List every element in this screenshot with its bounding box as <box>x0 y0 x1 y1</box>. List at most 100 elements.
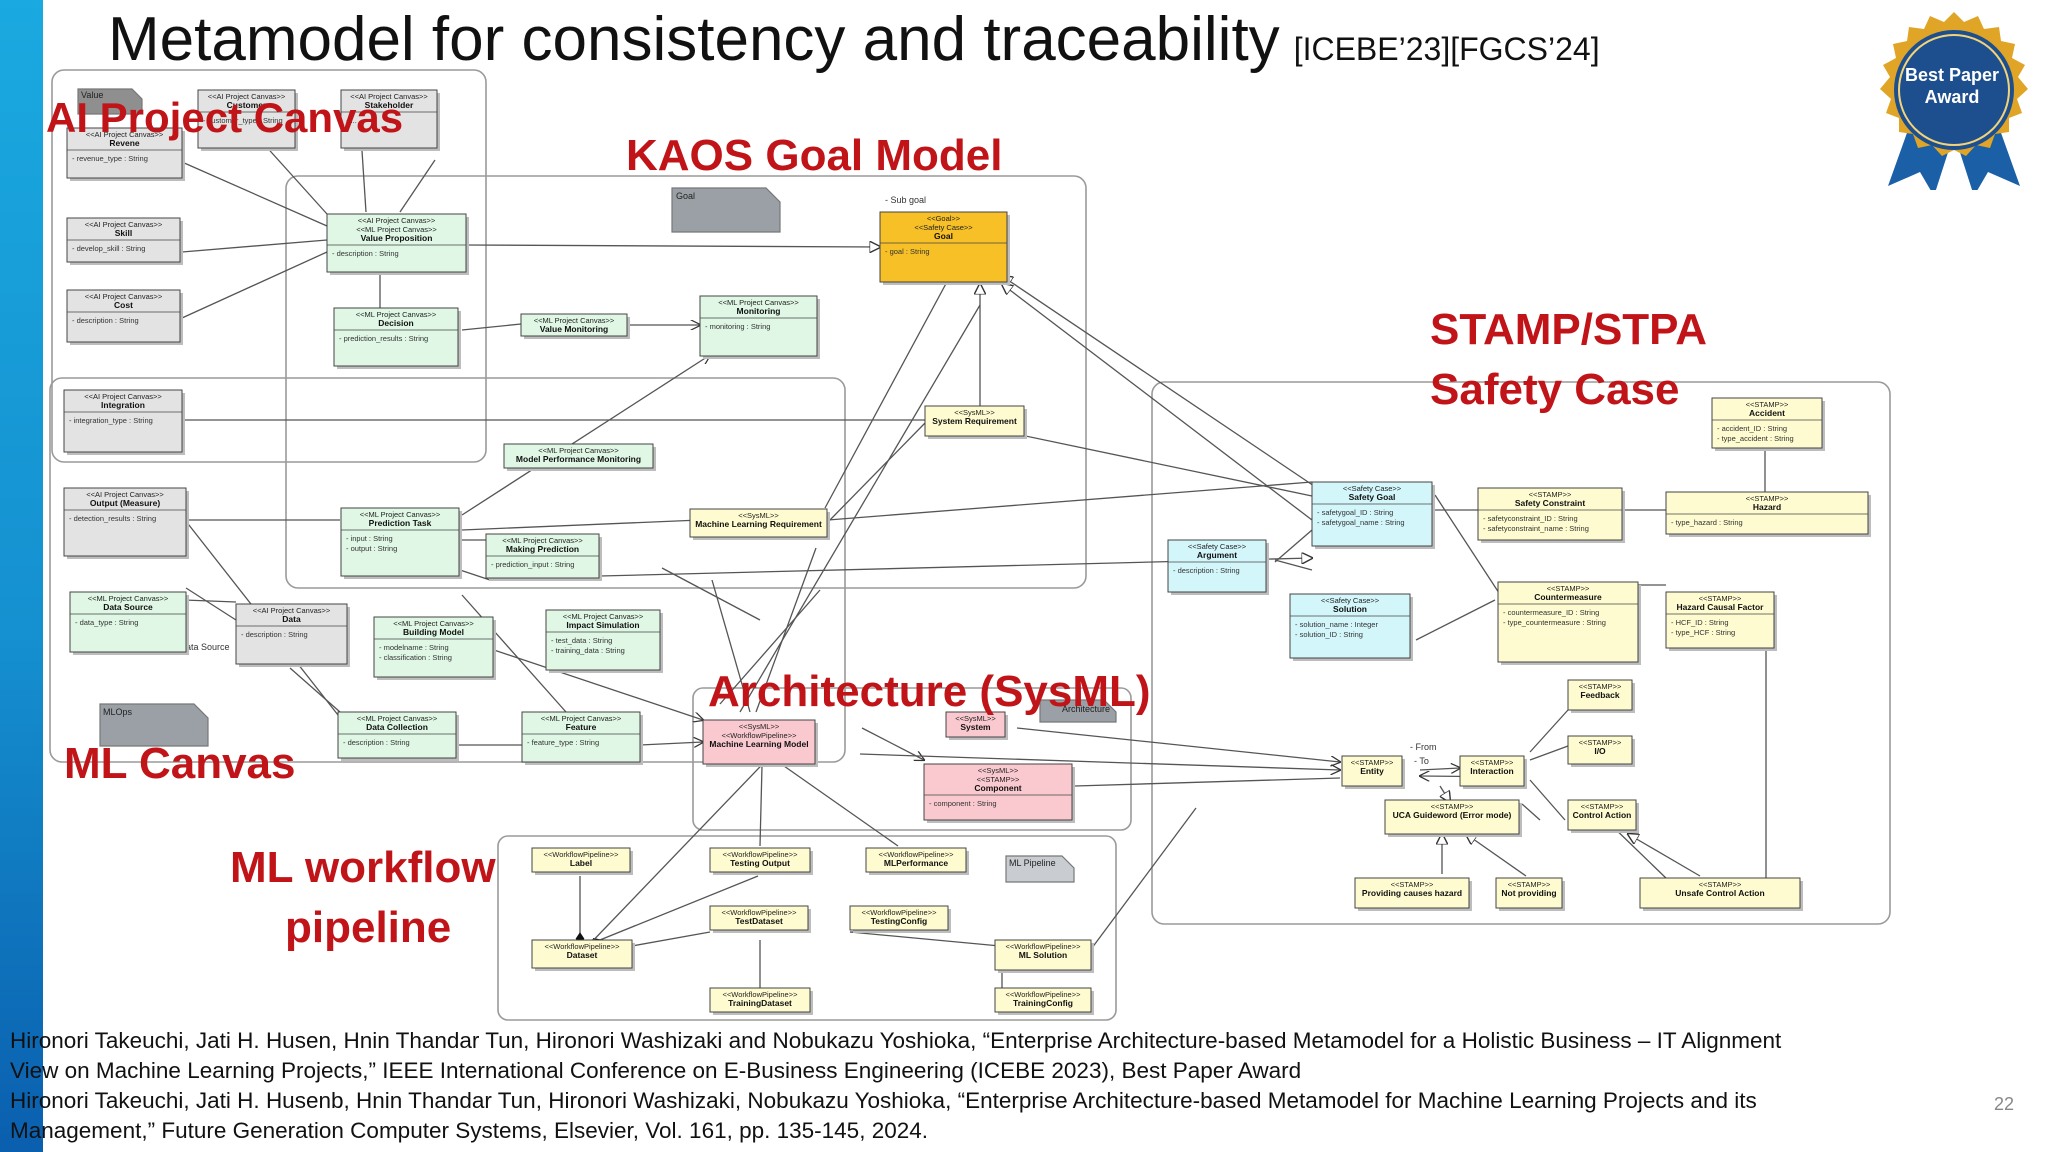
citation-1: Hironori Takeuchi, Jati H. Husen, Hnin T… <box>10 1028 1782 1083</box>
class-box-stakeholder: <<AI Project Canvas>>Stakeholder- ... <box>340 89 440 151</box>
box-stereotype: <<AI Project Canvas>> <box>350 92 428 101</box>
award-line-1: Best Paper <box>1904 65 2000 85</box>
class-box-valueprop: <<AI Project Canvas>><<ML Project Canvas… <box>326 213 469 275</box>
box-body <box>235 603 348 665</box>
box-body <box>520 313 628 337</box>
class-box-label: <<WorkflowPipeline>>Label <box>531 847 633 875</box>
note-shapes <box>77 88 1117 883</box>
box-attribute: - input : String <box>346 534 393 543</box>
box-stereotype: <<WorkflowPipeline>> <box>879 850 955 859</box>
box-name: Prediction Task <box>369 518 432 528</box>
box-attribute: - type_hazard : String <box>1671 518 1743 527</box>
box-stereotype: <<AI Project Canvas>> <box>84 392 162 401</box>
box-attribute: - HCF_ID : String <box>1671 618 1729 627</box>
box-attribute: - output : String <box>346 544 397 553</box>
edge-labels: - Sub goal - From - To ata Source <box>186 195 1437 766</box>
class-box-testout: <<WorkflowPipeline>>Testing Output <box>709 847 813 875</box>
box-body <box>63 389 183 453</box>
box-stereotype: <<Goal>> <box>927 214 961 223</box>
class-box-buildmodel: <<ML Project Canvas>>Building Model- mod… <box>373 616 496 680</box>
box-body <box>689 508 828 538</box>
box-name: Building Model <box>403 627 464 637</box>
box-body <box>333 307 459 367</box>
note-mlops-text: MLOps <box>103 707 133 717</box>
class-box-safetygoal: <<Safety Case>>Safety Goal- safetygoal_I… <box>1311 481 1435 549</box>
box-name: TestingConfig <box>871 916 928 926</box>
class-box-feedback: <<STAMP>>Feedback <box>1567 679 1635 713</box>
box-name: System <box>960 722 991 732</box>
title-refs: [ICEBE’23][FGCS’24] <box>1293 31 1600 67</box>
class-box-output: <<AI Project Canvas>>Output (Measure)- d… <box>63 487 189 559</box>
box-stereotype: <<WorkflowPipeline>> <box>862 908 938 917</box>
box-stereotype: <<ML Project Canvas>> <box>360 510 441 519</box>
box-stereotype: <<STAMP>> <box>1699 880 1742 889</box>
box-attribute: - monitoring : String <box>705 322 770 331</box>
box-name: Solution <box>1333 604 1367 614</box>
box-attribute: - description : String <box>343 738 410 747</box>
class-box-interaction: <<STAMP>>Interaction <box>1459 755 1527 789</box>
class-box-safetycons: <<STAMP>>Safety Constraint- safetyconstr… <box>1477 487 1625 543</box>
box-attribute: - countermeasure_ID : String <box>1503 608 1599 617</box>
box-body <box>521 711 641 763</box>
box-stereotype: <<STAMP>> <box>1581 802 1624 811</box>
class-box-goalbox: <<Goal>><<Safety Case>>Goal- goal : Stri… <box>879 211 1010 285</box>
box-name: TrainingConfig <box>1013 998 1073 1008</box>
box-body <box>1639 877 1801 909</box>
class-box-counter: <<STAMP>>Countermeasure- countermeasure_… <box>1497 581 1641 665</box>
box-stereotype: <<STAMP>> <box>1547 584 1590 593</box>
box-name: Data Collection <box>366 722 428 732</box>
class-box-decision: <<ML Project Canvas>>Decision- predictio… <box>333 307 461 369</box>
box-stereotype: <<SysML>> <box>738 511 779 520</box>
box-name: TestDataset <box>735 916 783 926</box>
box-body <box>373 616 494 678</box>
box-name: Component <box>974 783 1021 793</box>
class-box-datasource: <<ML Project Canvas>>Data Source- data_t… <box>69 591 189 655</box>
box-body <box>702 719 816 765</box>
box-body <box>337 711 457 759</box>
box-name: Goal <box>934 231 953 241</box>
award-line-2: Award <box>1924 87 1980 107</box>
label-ai-project-canvas: AI Project Canvas <box>46 94 403 141</box>
box-attribute: - prediction_results : String <box>339 334 428 343</box>
box-attribute: - solution_name : Integer <box>1295 620 1378 629</box>
class-box-monitoring: <<ML Project Canvas>>Monitoring- monitor… <box>699 295 820 359</box>
box-body <box>66 127 183 179</box>
box-name: Accident <box>1749 408 1785 418</box>
box-body <box>340 507 460 577</box>
box-attribute: - description : String <box>332 249 399 258</box>
box-attribute: - goal : String <box>885 247 930 256</box>
box-stereotype: <<ML Project Canvas>> <box>356 225 437 234</box>
box-stereotype: <<STAMP>> <box>1579 682 1622 691</box>
box-stereotype: <<Safety Case>> <box>1321 596 1380 605</box>
box-attribute: - modelname : String <box>379 643 449 652</box>
class-box-integration: <<AI Project Canvas>>Integration- integr… <box>63 389 185 455</box>
box-stereotype: <<ML Project Canvas>> <box>718 298 799 307</box>
class-box-impactsim: <<ML Project Canvas>>Impact Simulation- … <box>545 609 663 673</box>
box-body <box>1384 799 1520 835</box>
box-stereotype: <<STAMP>> <box>977 775 1020 784</box>
box-body <box>879 211 1008 283</box>
box-stereotype: <<STAMP>> <box>1579 738 1622 747</box>
box-stereotype: <<ML Project Canvas>> <box>356 310 437 319</box>
class-box-mlsolution: <<WorkflowPipeline>>ML Solution <box>994 939 1094 973</box>
note-ml-pipeline-text: ML Pipeline <box>1009 858 1056 868</box>
box-name: Model Performance Monitoring <box>516 454 641 464</box>
frame-workflow <box>497 835 1117 1021</box>
box-attribute: - description : String <box>241 630 308 639</box>
class-box-unsafe: <<STAMP>>Unsafe Control Action <box>1639 877 1803 911</box>
frame-ai-canvas <box>51 69 487 463</box>
class-box-providing: <<STAMP>>Providing causes hazard <box>1354 877 1472 911</box>
box-name: System Requirement <box>932 416 1017 426</box>
box-stereotype: <<ML Project Canvas>> <box>541 714 622 723</box>
box-name: I/O <box>1594 746 1606 756</box>
box-name: UCA Guideword (Error mode) <box>1393 810 1512 820</box>
class-box-argument: <<Safety Case>>Argument- description : S… <box>1167 539 1269 595</box>
edge-label-data-source: ata Source <box>186 642 230 652</box>
box-name: Impact Simulation <box>566 620 639 630</box>
box-stereotype: <<SysML>> <box>954 408 995 417</box>
class-box-mlmodel: <<SysML>><<WorkflowPipeline>>Machine Lea… <box>702 719 818 767</box>
class-box-modelperf: <<ML Project Canvas>>Model Performance M… <box>503 443 656 471</box>
box-stereotype: <<AI Project Canvas>> <box>85 292 163 301</box>
box-attribute: - safetygoal_name : String <box>1317 518 1405 527</box>
box-name: Customer <box>227 100 267 110</box>
